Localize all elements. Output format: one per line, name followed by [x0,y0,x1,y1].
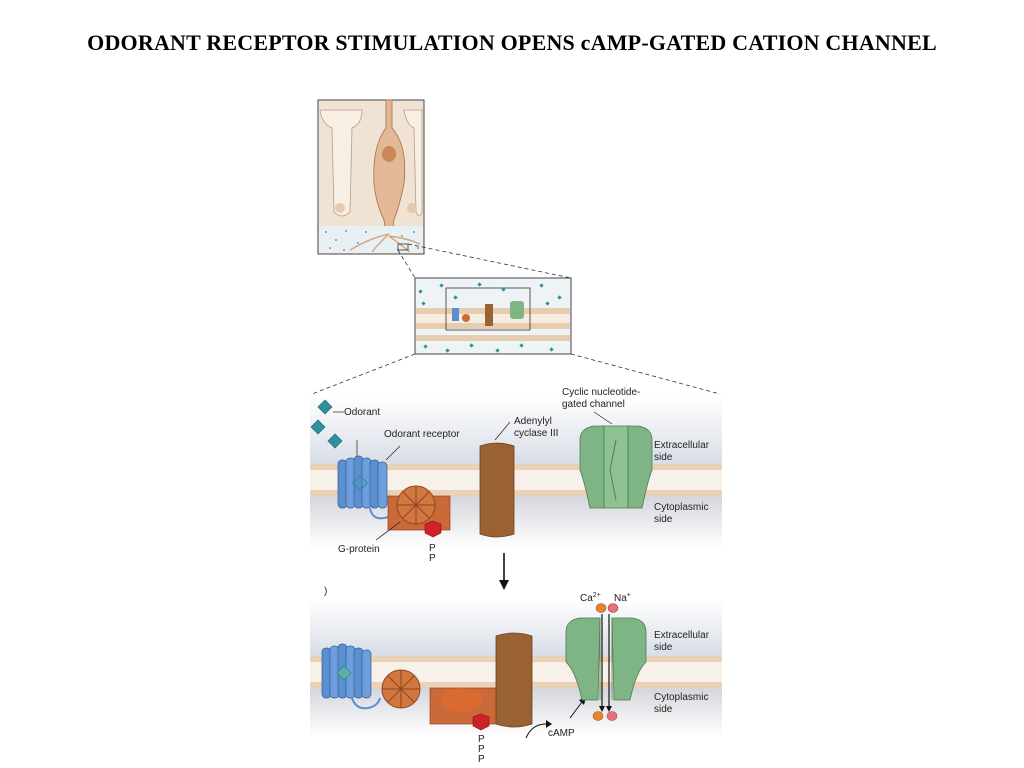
panel-activated: Ca2+ Na+ Extracellular side Cytoplasmic … [310,592,722,765]
membrane-inset [414,277,572,355]
slide-title: ODORANT RECEPTOR STIMULATION OPENS cAMP-… [87,30,937,55]
g-protein-2 [381,669,501,731]
sodium-ion-inside [606,711,618,721]
label-channel-1: Cyclic nucleotide- [562,387,640,398]
label-adenylyl-1: Adenylyl [514,416,552,427]
label-cytoplasmic-side-b: side [654,704,673,715]
epithelium-inset [317,99,425,255]
odorant-molecule-2 [310,419,326,435]
label-gtp-p2: P [478,744,485,755]
label-gdp-p2: P [429,553,436,564]
label-camp: cAMP [548,728,575,739]
label-na: Na+ [614,592,631,604]
calcium-ion-outside [595,603,607,613]
odorant-receptor-1 [337,455,399,520]
cng-channel-closed [579,425,653,509]
label-channel-2: gated channel [562,399,625,410]
odorant-molecule-3 [327,433,343,449]
svg-text:): ) [324,586,327,597]
odorant-molecule-1 [317,399,333,415]
label-cytoplasmic: Cytoplasmic [654,502,708,513]
g-protein-1 [387,485,451,538]
panel-resting: Odorant Odorant receptor Adenylyl cyclas… [310,387,722,564]
label-extracellular: Extracellular [654,440,710,451]
sodium-ion-outside [607,603,619,613]
adenylyl-cyclase-1 [479,442,515,538]
cng-channel-open [565,617,647,701]
label-extracellular-side-b: side [654,642,673,653]
label-gtp-p1: P [478,734,485,745]
label-gdp-p1: P [429,543,436,554]
label-odorant: Odorant [344,407,380,418]
label-ca: Ca2+ [580,592,601,604]
adenylyl-cyclase-2 [495,632,533,728]
label-gtp-p3: P [478,754,485,765]
label-extracellular-side: side [654,452,673,463]
transition-arrow [499,553,509,590]
label-odorant-receptor: Odorant receptor [384,429,460,440]
label-g-protein: G-protein [338,544,380,555]
label-cytoplasmic-side: side [654,514,673,525]
calcium-ion-inside [592,711,604,721]
label-adenylyl-2: cyclase III [514,428,558,439]
label-cytoplasmic-b: Cytoplasmic [654,692,708,703]
label-extracellular-b: Extracellular [654,630,710,641]
odorant-receptor-2 [321,643,381,710]
